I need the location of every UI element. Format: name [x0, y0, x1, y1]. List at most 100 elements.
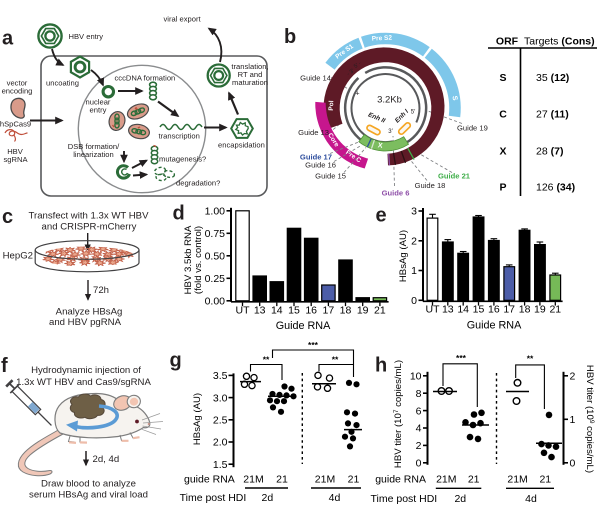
- svg-text:cccDNA formation: cccDNA formation: [115, 74, 176, 83]
- svg-text:Guide 15: Guide 15: [315, 172, 346, 181]
- svg-text:UT: UT: [426, 304, 441, 316]
- svg-text:3: 3: [411, 206, 417, 218]
- svg-text:2: 2: [411, 236, 417, 248]
- svg-text:0.00: 0.00: [205, 296, 226, 308]
- svg-text:2d: 2d: [454, 493, 466, 505]
- svg-text:5′: 5′: [411, 110, 416, 116]
- svg-text:Time post HDI: Time post HDI: [180, 492, 247, 504]
- svg-text:g: g: [170, 350, 182, 372]
- svg-text:**: **: [263, 355, 270, 365]
- svg-text:HBV titer (109 copies/mL): HBV titer (109 copies/mL): [584, 365, 596, 473]
- svg-text:4d: 4d: [525, 493, 537, 505]
- svg-text:entry: entry: [90, 106, 107, 115]
- svg-text:1.00: 1.00: [205, 206, 226, 218]
- svg-text:translation,: translation,: [231, 62, 268, 71]
- svg-text:C: C: [499, 109, 507, 121]
- svg-text:Targets (Cons): Targets (Cons): [524, 36, 595, 48]
- svg-text:uncoating: uncoating: [46, 79, 79, 88]
- svg-text:15: 15: [288, 305, 300, 317]
- svg-text:linearization: linearization: [73, 150, 114, 159]
- svg-text:21: 21: [348, 474, 360, 486]
- svg-text:Draw blood to analyze: Draw blood to analyze: [41, 479, 136, 490]
- svg-text:and CRISPR-mCherry: and CRISPR-mCherry: [42, 222, 137, 233]
- svg-text:0.50: 0.50: [205, 251, 226, 263]
- svg-text:17: 17: [323, 305, 335, 317]
- svg-text:serum HBsAg and viral load: serum HBsAg and viral load: [29, 490, 148, 501]
- svg-text:**: **: [527, 354, 534, 364]
- svg-text:2.0: 2.0: [213, 437, 228, 449]
- svg-text:21: 21: [549, 304, 561, 316]
- svg-text:3.5: 3.5: [213, 370, 228, 382]
- svg-text:1: 1: [570, 414, 576, 426]
- svg-text:0: 0: [570, 458, 576, 470]
- svg-text:21M: 21M: [436, 474, 456, 486]
- svg-text:1: 1: [411, 265, 417, 277]
- svg-text:21: 21: [276, 474, 288, 486]
- svg-text:Guide 17: Guide 17: [300, 153, 332, 162]
- svg-text:a: a: [2, 28, 14, 50]
- svg-text:21M: 21M: [243, 474, 263, 486]
- svg-text:Guide 14: Guide 14: [300, 74, 331, 83]
- svg-text:21M: 21M: [507, 474, 527, 486]
- svg-text:5′ -: 5′ -: [353, 60, 363, 69]
- svg-text:21: 21: [539, 474, 551, 486]
- svg-text:encapsidation: encapsidation: [218, 141, 265, 150]
- svg-text:2d, 4d: 2d, 4d: [93, 454, 120, 465]
- svg-text:Hydrodynamic injection of: Hydrodynamic injection of: [31, 365, 141, 376]
- svg-text:Guide 16: Guide 16: [305, 161, 336, 170]
- svg-text:2.5: 2.5: [213, 415, 228, 427]
- svg-text:ORF: ORF: [496, 36, 519, 48]
- svg-text:HBsAg (AU): HBsAg (AU): [192, 393, 203, 445]
- svg-text:35 (12): 35 (12): [536, 72, 569, 84]
- svg-text:(fold vs. control): (fold vs. control): [193, 226, 204, 294]
- svg-text:1.3x WT HBV and Cas9/sgRNA: 1.3x WT HBV and Cas9/sgRNA: [16, 377, 151, 388]
- svg-text:S: S: [451, 95, 459, 101]
- svg-text:18: 18: [340, 305, 352, 317]
- svg-text:DSB formation/: DSB formation/: [68, 142, 120, 151]
- svg-text:guide RNA: guide RNA: [375, 474, 426, 486]
- svg-text:Guide 21: Guide 21: [438, 172, 471, 181]
- svg-text:HBsAg (AU): HBsAg (AU): [398, 230, 409, 282]
- svg-text:b: b: [284, 26, 296, 48]
- svg-text:18: 18: [519, 304, 531, 316]
- svg-text:Time post HDI: Time post HDI: [371, 493, 438, 505]
- svg-text:Guide 6: Guide 6: [382, 189, 410, 198]
- svg-text:1.5: 1.5: [213, 459, 228, 471]
- svg-text:hSpCas9: hSpCas9: [0, 120, 31, 129]
- svg-text:21M: 21M: [315, 474, 335, 486]
- svg-text:19: 19: [534, 304, 546, 316]
- svg-text:**: **: [332, 355, 339, 365]
- svg-text:HBV: HBV: [7, 147, 24, 156]
- svg-text:0: 0: [411, 295, 417, 307]
- svg-text:4d: 4d: [329, 492, 341, 504]
- svg-text:Pol: Pol: [328, 100, 335, 111]
- svg-text:19: 19: [357, 305, 369, 317]
- svg-text:21: 21: [468, 474, 480, 486]
- svg-text:14: 14: [457, 304, 469, 316]
- svg-text:2: 2: [416, 440, 422, 452]
- svg-text:17: 17: [503, 304, 515, 316]
- svg-text:- 3′: - 3′: [346, 68, 356, 77]
- svg-text:viral export: viral export: [164, 15, 202, 24]
- svg-text:d: d: [173, 203, 185, 225]
- svg-text:guide RNA: guide RNA: [184, 474, 235, 486]
- svg-text:28 (7): 28 (7): [536, 146, 563, 158]
- svg-text:***: ***: [456, 353, 467, 363]
- svg-text:27 (11): 27 (11): [536, 109, 569, 121]
- svg-text:f: f: [1, 355, 8, 377]
- svg-text:vector: vector: [7, 79, 28, 88]
- svg-text:72h: 72h: [93, 285, 109, 296]
- svg-text:X: X: [377, 142, 383, 150]
- svg-text:2: 2: [570, 371, 576, 383]
- svg-text:Guide RNA: Guide RNA: [276, 320, 331, 332]
- svg-text:X: X: [499, 146, 506, 158]
- svg-text:mutagenesis?: mutagenesis?: [159, 155, 206, 164]
- svg-text:21: 21: [374, 305, 386, 317]
- svg-text:Guide 13: Guide 13: [298, 128, 329, 137]
- svg-text:3.2Kb: 3.2Kb: [377, 95, 402, 106]
- svg-text:0: 0: [416, 458, 422, 470]
- svg-text:8: 8: [416, 388, 422, 400]
- svg-text:Guide 18: Guide 18: [415, 181, 446, 190]
- svg-text:and HBV pgRNA: and HBV pgRNA: [49, 317, 122, 328]
- svg-text:Guide RNA: Guide RNA: [467, 320, 522, 332]
